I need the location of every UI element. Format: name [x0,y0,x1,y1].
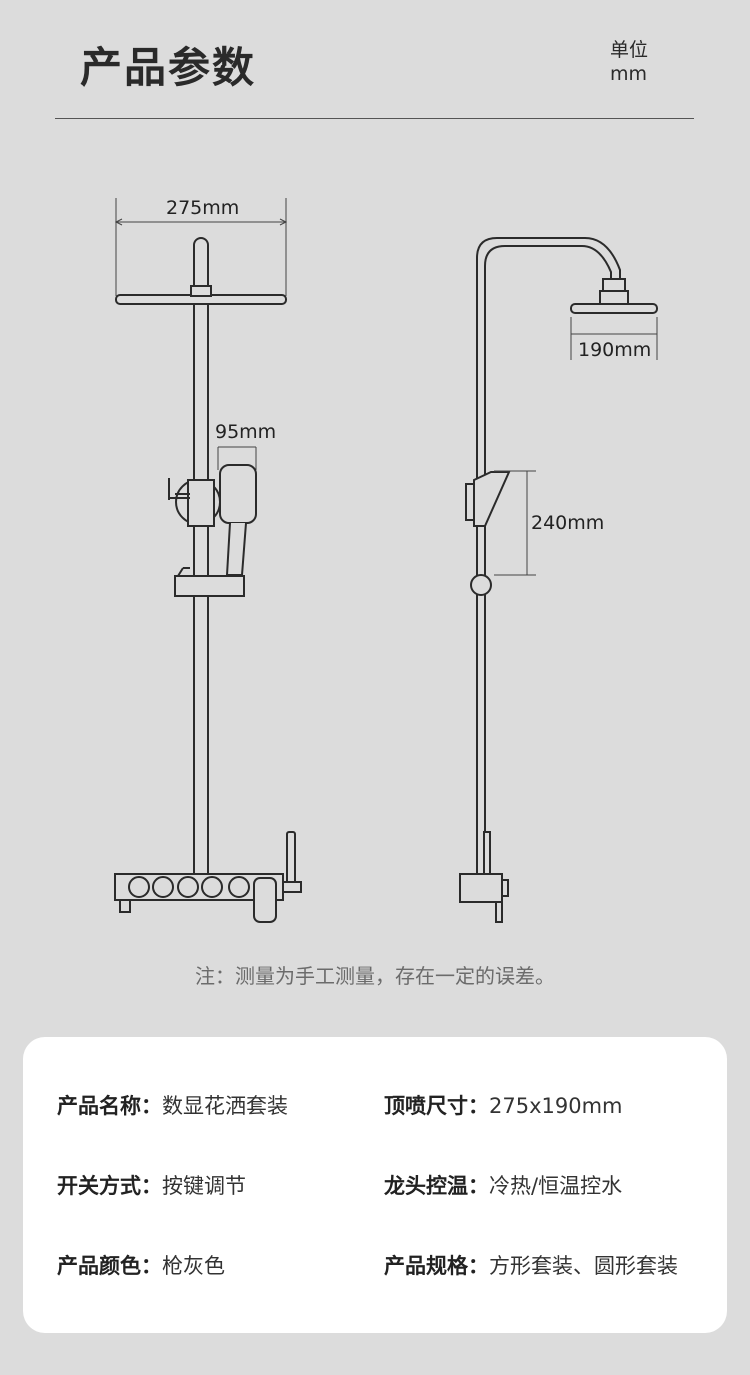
dim-side-head-label: 190mm [578,339,651,361]
spec-value: 冷热/恒温控水 [489,1174,623,1198]
dim-handshower-label: 95mm [215,421,276,443]
unit-label-text: 单位 [610,39,649,61]
spec-item-variant: 产品规格：方形套装、圆形套装 [384,1250,678,1280]
spec-key: 龙头控温： [384,1174,489,1198]
spec-card: 产品名称：数显花洒套装 顶喷尺寸：275x190mm 开关方式：按键调节 龙头控… [23,1037,727,1333]
spec-key: 产品名称： [57,1094,162,1118]
spec-value: 数显花洒套装 [162,1094,288,1118]
spec-item-name: 产品名称：数显花洒套装 [57,1090,288,1120]
front-view [114,198,302,923]
spec-item-color: 产品颜色：枪灰色 [57,1250,225,1280]
spec-value: 275x190mm [489,1094,623,1118]
spec-key: 顶喷尺寸： [384,1094,489,1118]
spec-key: 开关方式： [57,1174,162,1198]
measurement-note: 注：测量为手工测量，存在一定的误差。 [195,964,555,988]
shower-dimension-drawing: 275mm 95mm 190mm 240mm [114,197,658,923]
spec-value: 枪灰色 [162,1254,225,1278]
side-view [459,237,658,923]
spec-item-head-size: 顶喷尺寸：275x190mm [384,1090,623,1120]
header: 产品参数 单位 mm [0,0,750,120]
dim-top-width-label: 275mm [166,197,239,219]
dim-side-height-label: 240mm [531,512,604,534]
page-title: 产品参数 [80,43,257,92]
unit-value-text: mm [610,63,648,85]
spec-key: 产品颜色： [57,1254,162,1278]
unit-label: 单位 mm [610,38,648,86]
spec-value: 按键调节 [162,1174,246,1198]
header-divider [55,118,694,119]
spec-item-switch-mode: 开关方式：按键调节 [57,1170,246,1200]
spec-value: 方形套装、圆形套装 [489,1254,678,1278]
spec-item-temperature: 龙头控温：冷热/恒温控水 [384,1170,622,1200]
spec-key: 产品规格： [384,1254,489,1278]
